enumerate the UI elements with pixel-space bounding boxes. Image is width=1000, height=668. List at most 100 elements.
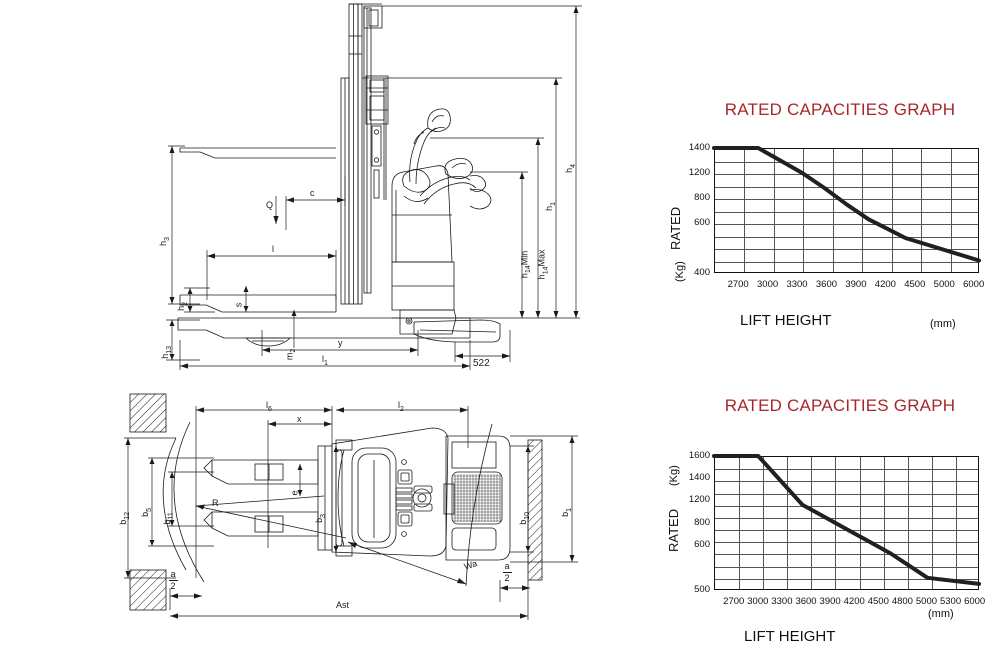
y-tick-label: 400 bbox=[694, 267, 710, 278]
gridline-h bbox=[715, 481, 978, 483]
x-tick-label: 4200 bbox=[843, 596, 865, 607]
chart-bottom-x-unit: (mm) bbox=[928, 608, 954, 620]
x-tick-label: 3000 bbox=[757, 279, 779, 290]
chart-top-x-unit: (mm) bbox=[930, 318, 956, 330]
gridline-h bbox=[715, 211, 978, 213]
gridline-v bbox=[787, 457, 789, 589]
chart-title-bottom: RATED CAPACITIES GRAPH bbox=[724, 396, 956, 415]
dim-label-m2: m2 bbox=[284, 348, 298, 361]
gridline-h bbox=[715, 566, 978, 568]
x-tick-label: 3900 bbox=[845, 279, 867, 290]
dim-label-Q: Q bbox=[266, 200, 274, 210]
dim-label-h13: h13 bbox=[160, 345, 173, 359]
dim-label-h1: h1 bbox=[544, 201, 557, 211]
dim-label-522: 522 bbox=[473, 358, 490, 369]
gridline-v bbox=[773, 149, 775, 272]
x-tick-label: 2700 bbox=[727, 279, 749, 290]
gridline-h bbox=[715, 469, 978, 471]
y-tick-label: 600 bbox=[694, 539, 710, 551]
y-tick-label: 600 bbox=[694, 217, 710, 228]
dim-label-l: l bbox=[272, 244, 274, 254]
gridline-h bbox=[715, 224, 978, 225]
gridline-v bbox=[859, 457, 861, 589]
gridline-h bbox=[715, 161, 978, 163]
x-tick-label: 4500 bbox=[904, 279, 926, 290]
dim-label-c: c bbox=[310, 188, 315, 198]
gridline-v bbox=[891, 149, 893, 272]
gridline-v bbox=[739, 457, 741, 589]
gridline-h bbox=[715, 542, 978, 544]
x-tick-label: 3600 bbox=[795, 596, 817, 607]
y-tick-label: 1200 bbox=[688, 167, 710, 178]
gridline-v bbox=[931, 457, 933, 589]
gridline-h bbox=[715, 249, 978, 250]
y-tick-label: 1600 bbox=[688, 450, 710, 461]
plan-view-drawing bbox=[124, 393, 578, 620]
gridline-h bbox=[715, 505, 978, 507]
gridline-v bbox=[862, 149, 864, 272]
dim-label-h14min: h14Min bbox=[519, 250, 533, 279]
gridline-v bbox=[950, 149, 952, 272]
chart-bottom-curve bbox=[712, 454, 981, 586]
a-denominator-right: 2 bbox=[504, 573, 510, 583]
gridline-h bbox=[715, 236, 978, 238]
x-tick-label: 3600 bbox=[815, 279, 838, 290]
gridline-v bbox=[907, 457, 909, 589]
side-view-drawing bbox=[166, 3, 582, 370]
dim-label-h2: h2 bbox=[176, 301, 189, 311]
chart-top-curve bbox=[712, 146, 981, 263]
y-tick-label: 500 bbox=[694, 584, 710, 595]
dim-label-l6: l6 bbox=[266, 400, 272, 413]
chart-top-grid bbox=[714, 148, 979, 273]
dim-label-R: R bbox=[212, 498, 219, 508]
gridline-v bbox=[811, 457, 813, 589]
dim-label-x: x bbox=[297, 414, 302, 424]
dim-label-b10: b10 bbox=[518, 511, 531, 525]
gridline-h bbox=[715, 186, 978, 188]
y-tick-label: 1200 bbox=[688, 494, 710, 506]
x-tick-label: 3900 bbox=[819, 596, 841, 607]
dim-label-h4: h4 bbox=[564, 163, 577, 173]
dim-label-a-over-2-left: a 2 bbox=[166, 570, 180, 591]
x-tick-label: 6000 bbox=[963, 279, 985, 290]
dim-label-s: s bbox=[233, 302, 244, 308]
dim-label-Ast: Ast bbox=[336, 600, 350, 610]
x-tick-label: 3300 bbox=[786, 279, 808, 290]
gridline-v bbox=[883, 457, 885, 589]
x-tick-label: 2700 bbox=[723, 596, 745, 607]
x-tick-label: 4800 bbox=[891, 596, 913, 607]
x-tick-label: 6000 bbox=[964, 596, 986, 607]
x-tick-label: 3000 bbox=[747, 596, 769, 607]
x-tick-label: 5300 bbox=[939, 596, 962, 607]
dim-label-b5: b5 bbox=[140, 507, 153, 517]
dim-label-h3: h3 bbox=[158, 236, 171, 246]
chart-title-top: RATED CAPACITIES GRAPH bbox=[724, 100, 956, 119]
gridline-v bbox=[803, 149, 805, 272]
gridline-v bbox=[955, 457, 957, 589]
y-tick-label: 800 bbox=[694, 517, 710, 528]
capacity-curve bbox=[712, 146, 981, 263]
a-denominator-left: 2 bbox=[170, 581, 176, 591]
a-numerator-right: a bbox=[504, 561, 510, 571]
gridline-h bbox=[715, 174, 978, 175]
capacity-curve bbox=[712, 454, 981, 586]
y-tick-label: 800 bbox=[694, 192, 710, 203]
gridline-h bbox=[715, 261, 978, 263]
x-tick-label: 3300 bbox=[771, 596, 793, 607]
gridline-h bbox=[715, 493, 978, 495]
y-tick-label: 1400 bbox=[688, 142, 710, 153]
chart-bottom-x-title: LIFT HEIGHT bbox=[744, 628, 836, 645]
dim-label-l1: l1 bbox=[322, 354, 328, 367]
dim-label-l2: l2 bbox=[398, 400, 404, 413]
gridline-v bbox=[832, 149, 834, 272]
gridline-v bbox=[744, 149, 746, 272]
dim-label-b12: b12 bbox=[118, 511, 131, 525]
gridline-v bbox=[763, 457, 765, 589]
gridline-v bbox=[921, 149, 923, 272]
dim-label-b1: b1 bbox=[560, 507, 573, 517]
